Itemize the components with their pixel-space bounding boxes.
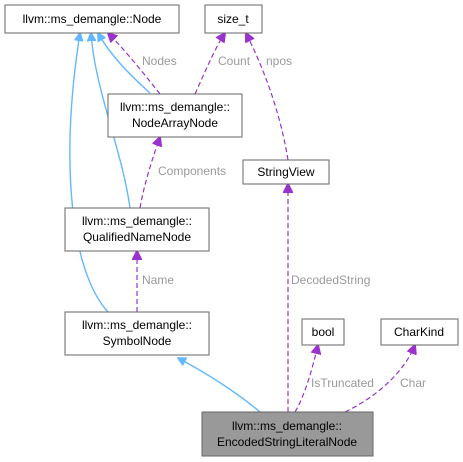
node-llvm-node[interactable]: llvm::ms_demangle::Node — [4, 4, 180, 34]
node-encoded-label-2: EncodedStringLiteralNode — [217, 435, 357, 449]
edge-label-count: Count — [218, 54, 251, 68]
edge-nodearraynode-inherits-node — [98, 33, 151, 94]
node-charkind-label: CharKind — [394, 325, 444, 339]
node-bool-label: bool — [312, 325, 335, 339]
edge-label-name: Name — [142, 273, 174, 287]
edge-label-components: Components — [158, 164, 226, 178]
node-symbolnode-label-2: SymbolNode — [103, 334, 172, 348]
node-qualifiednamenode-label-2: QualifiedNameNode — [83, 230, 191, 244]
edge-label-istruncated: IsTruncated — [311, 376, 374, 390]
node-nodearraynode-label-1: llvm::ms_demangle:: — [120, 100, 230, 114]
node-stringview-label: StringView — [257, 165, 314, 179]
edge-nodearraynode-count-sizet — [194, 33, 225, 95]
node-size-t-label: size_t — [217, 12, 249, 26]
node-qualifiednamenode-label-1: llvm::ms_demangle:: — [82, 214, 192, 228]
node-llvm-node-label: llvm::ms_demangle::Node — [23, 12, 162, 26]
node-size-t[interactable]: size_t — [204, 4, 263, 34]
edge-label-char: Char — [400, 376, 426, 390]
node-nodearraynode-label-2: NodeArrayNode — [132, 116, 218, 130]
edge-encoded-istruncated-bool — [294, 345, 318, 413]
node-symbolnode-label-1: llvm::ms_demangle:: — [82, 318, 192, 332]
edge-stringview-npos-sizet — [246, 33, 289, 161]
edge-encoded-inherits-symbolnode — [178, 358, 261, 413]
node-qualifiednamenode[interactable]: llvm::ms_demangle:: QualifiedNameNode — [64, 207, 210, 252]
edge-label-nodes: Nodes — [142, 54, 177, 68]
node-charkind[interactable]: CharKind — [380, 318, 459, 346]
node-encoded-label-1: llvm::ms_demangle:: — [232, 419, 342, 433]
node-nodearraynode[interactable]: llvm::ms_demangle:: NodeArrayNode — [107, 93, 243, 138]
edge-label-decodedstring: DecodedString — [291, 273, 370, 287]
edge-qualifiedname-components-nodearraynode — [139, 137, 160, 209]
edge-nodearraynode-nodes-node — [108, 33, 161, 95]
node-stringview[interactable]: StringView — [242, 159, 330, 185]
edge-symbolnode-inherits-node — [69, 33, 109, 313]
node-encodedstringliteralnode[interactable]: llvm::ms_demangle:: EncodedStringLiteral… — [201, 411, 374, 457]
edge-encoded-char-charkind — [344, 345, 415, 413]
node-bool[interactable]: bool — [301, 318, 345, 346]
edge-label-npos: npos — [266, 54, 292, 68]
node-symbolnode[interactable]: llvm::ms_demangle:: SymbolNode — [64, 311, 210, 356]
